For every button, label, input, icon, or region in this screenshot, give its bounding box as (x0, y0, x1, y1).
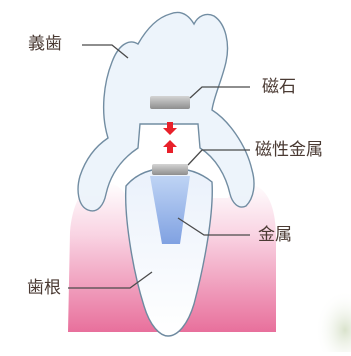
label-denture: 義歯 (28, 34, 62, 54)
metal-post (150, 176, 190, 244)
leader-denture (82, 44, 129, 59)
arrow-up (163, 140, 177, 153)
label-root: 歯根 (27, 278, 61, 298)
denture (77, 11, 255, 212)
label-metal: 金属 (258, 225, 292, 245)
magnet-block (150, 96, 190, 109)
background-blob (315, 290, 351, 356)
leader-magnet (189, 86, 250, 99)
label-magnet: 磁石 (262, 77, 296, 97)
arrow-down (163, 122, 177, 135)
leader-metal (177, 217, 250, 236)
label-magnetic-metal: 磁性金属 (255, 140, 323, 160)
leader-root (68, 271, 153, 289)
leader-magnetic-metal (187, 149, 250, 166)
magnetic-metal-cap (152, 164, 188, 175)
